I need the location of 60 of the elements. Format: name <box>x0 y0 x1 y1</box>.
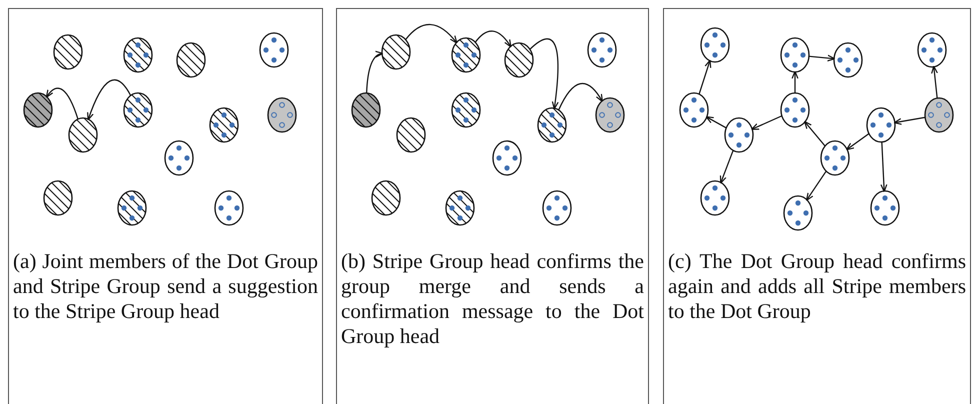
dotted-ellipse <box>164 140 194 176</box>
striped-dotted-ellipse <box>536 106 566 142</box>
striped-ellipse <box>52 34 82 70</box>
arrow <box>931 66 938 98</box>
panel-label: (a) Joint members of the Dot Group and Stripe Group send a suggestion to the Stripe Group head <box>13 249 318 324</box>
panel-frame <box>336 8 649 404</box>
arrow <box>846 133 870 150</box>
dotted-ellipse <box>780 36 810 72</box>
striped-ellipse <box>42 180 72 216</box>
dotted-ellipse <box>586 32 616 68</box>
shaded-ringed-ellipse <box>594 96 624 132</box>
dotted-ellipse <box>678 92 708 128</box>
arrow <box>894 116 926 125</box>
arrow <box>750 115 782 130</box>
dotted-ellipse <box>542 190 572 226</box>
arrow <box>706 116 727 128</box>
dotted-ellipse <box>782 194 812 230</box>
striped-ellipse <box>380 34 410 70</box>
arrow <box>530 38 559 110</box>
arrow <box>720 150 734 184</box>
arrow <box>808 54 836 62</box>
panel-frame <box>663 8 971 404</box>
arrow <box>474 30 512 48</box>
dotted-ellipse <box>700 180 730 216</box>
striped-dotted-ellipse <box>450 92 480 128</box>
dotted-ellipse <box>214 190 244 226</box>
striped-ellipse <box>396 116 426 152</box>
dotted-ellipse <box>916 32 946 68</box>
dotted-ellipse <box>700 26 730 62</box>
striped-dotted-ellipse <box>116 190 146 226</box>
panel-label: (c) The Dot Group head confirms again and adds all Stripe members to the Dot Group <box>668 249 966 324</box>
striped-ellipse <box>68 116 98 152</box>
arrow <box>804 120 826 146</box>
arrow <box>792 70 798 93</box>
dotted-ellipse <box>492 140 522 176</box>
arrow <box>366 52 384 94</box>
panel-label: (b) Stripe Group head confirms the group merge and sends a confirmation message to the Dot Group head <box>341 249 644 349</box>
arrow <box>558 83 604 110</box>
striped-ellipse <box>176 42 206 78</box>
arrow <box>46 88 79 120</box>
dotted-ellipse <box>724 116 754 152</box>
panel-frame <box>8 8 323 404</box>
dotted-ellipse <box>866 106 896 142</box>
arrow <box>880 142 888 192</box>
striped-ellipse <box>504 42 534 78</box>
dotted-ellipse <box>780 92 810 128</box>
striped-dotted-ellipse <box>208 106 238 142</box>
striped-ellipse <box>370 180 400 216</box>
arrow <box>806 170 827 201</box>
dotted-ellipse <box>258 32 288 68</box>
arrow <box>698 60 712 94</box>
arrow <box>87 79 132 121</box>
arrow <box>405 24 458 44</box>
striped-dotted-ellipse <box>444 190 474 226</box>
dotted-ellipse <box>832 42 862 78</box>
shaded-ringed-ellipse <box>266 96 296 132</box>
dotted-ellipse <box>870 190 900 226</box>
dotted-ellipse <box>820 140 850 176</box>
striped-dotted-ellipse <box>122 92 152 128</box>
shaded-ringed-ellipse <box>924 96 954 132</box>
